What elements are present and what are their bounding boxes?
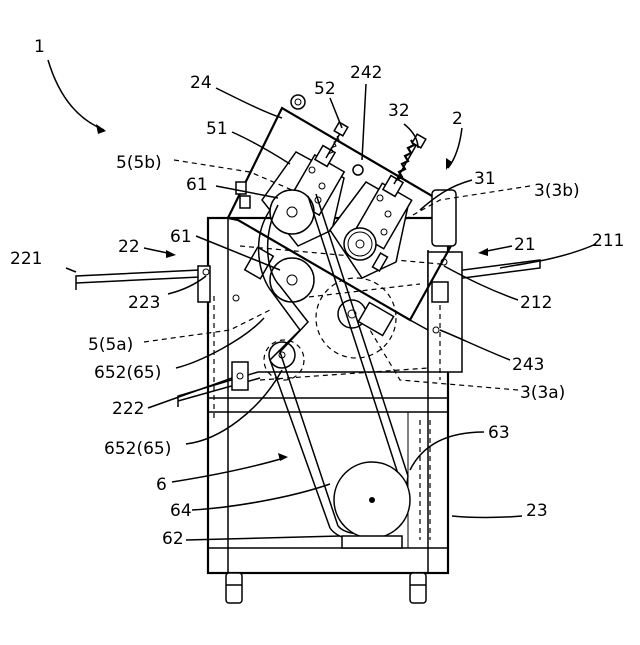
label-221: 221 xyxy=(10,249,42,269)
label-24: 24 xyxy=(190,73,212,93)
label-3a: 3(3a) xyxy=(520,383,565,403)
upper-roller-5b xyxy=(270,190,314,234)
label-62: 62 xyxy=(162,529,184,549)
lower-roller-5a xyxy=(270,258,314,302)
right-bracket xyxy=(428,252,462,380)
label-652-lower: 652(65) xyxy=(104,439,171,459)
label-652-upper: 652(65) xyxy=(94,363,161,383)
label-211: 211 xyxy=(592,231,624,251)
label-51: 51 xyxy=(206,119,228,139)
left-wheel xyxy=(226,573,242,603)
label-23: 23 xyxy=(526,501,548,521)
label-52: 52 xyxy=(314,79,336,99)
label-222: 222 xyxy=(112,399,144,419)
label-5a: 5(5a) xyxy=(88,335,133,355)
right-wheel xyxy=(410,573,426,603)
label-64: 64 xyxy=(170,501,192,521)
left-spring-screw xyxy=(326,122,348,158)
label-5b: 5(5b) xyxy=(116,153,162,173)
label-243: 243 xyxy=(512,355,544,375)
right-roller-unit xyxy=(330,176,412,278)
label-63: 63 xyxy=(488,423,510,443)
label-61-lower: 61 xyxy=(170,227,192,247)
motor-pulley xyxy=(334,462,410,548)
label-61-upper: 61 xyxy=(186,175,208,195)
label-3b: 3(3b) xyxy=(534,181,580,201)
label-32: 32 xyxy=(388,101,410,121)
label-1: 1 xyxy=(34,37,45,57)
label-223: 223 xyxy=(128,293,160,313)
label-212: 212 xyxy=(520,293,552,313)
label-6: 6 xyxy=(156,475,167,495)
label-2: 2 xyxy=(452,109,463,129)
label-22: 22 xyxy=(118,237,140,257)
upper-roller-3b xyxy=(344,228,376,260)
label-31: 31 xyxy=(474,169,496,189)
idler-pulley-upper xyxy=(269,342,295,368)
label-242: 242 xyxy=(350,63,382,83)
right-spring-screw xyxy=(394,134,426,184)
label-21: 21 xyxy=(514,235,536,255)
